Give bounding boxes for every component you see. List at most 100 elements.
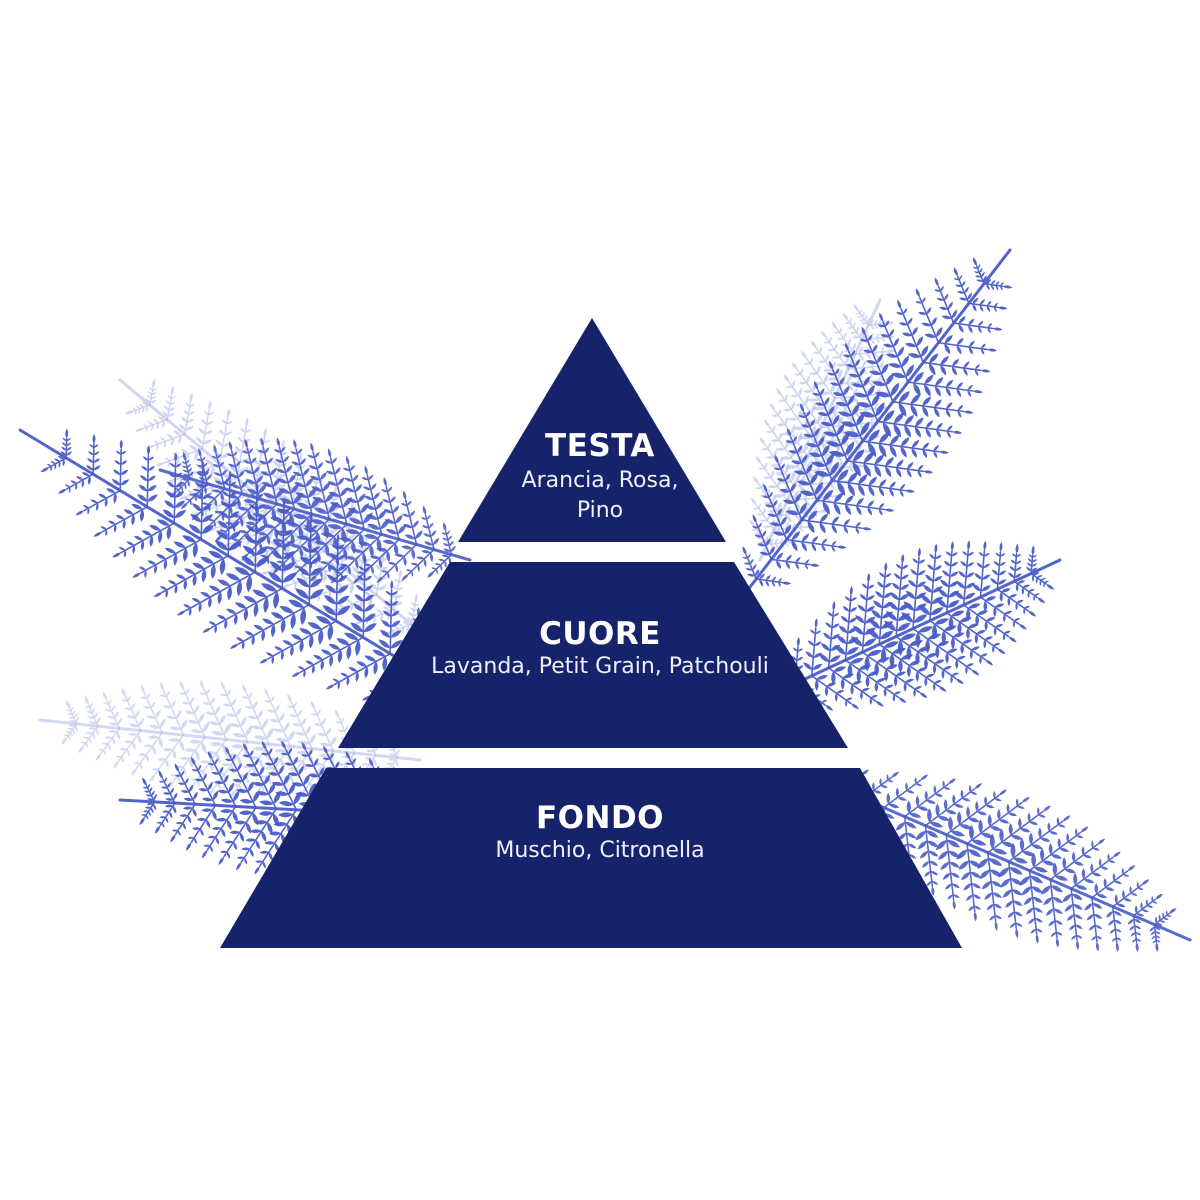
fern-leaflet bbox=[843, 519, 850, 526]
fern-stem bbox=[1049, 843, 1098, 881]
fern-leaflet bbox=[1086, 914, 1094, 921]
fern-leaflet bbox=[68, 716, 75, 719]
fern-leaflet bbox=[950, 561, 959, 567]
fern-leaflet bbox=[1012, 620, 1015, 628]
fern-leaflet bbox=[1094, 883, 1099, 895]
fern-leaflet bbox=[272, 460, 280, 467]
fern-leaflet bbox=[223, 481, 230, 487]
fern-leaflet bbox=[309, 574, 317, 582]
fern-leaflet bbox=[358, 544, 365, 552]
fern-leaflet bbox=[785, 385, 793, 389]
fern-leaflet bbox=[785, 542, 789, 547]
fern-leaflet bbox=[187, 490, 194, 495]
fern-leaflet bbox=[231, 698, 237, 706]
fern-leaflet bbox=[907, 843, 917, 849]
fern-leaflet bbox=[888, 803, 900, 809]
fern-stem bbox=[1013, 552, 1018, 583]
fern-leaflet bbox=[940, 364, 947, 376]
fern-leaflet bbox=[966, 627, 970, 640]
fern-leaflet bbox=[147, 735, 159, 739]
fern-leaflet bbox=[166, 690, 171, 697]
fern-leaflet bbox=[318, 766, 325, 777]
fern-leaflet bbox=[396, 748, 400, 756]
fern-leaflet bbox=[206, 474, 212, 481]
fern-leaflet bbox=[968, 318, 975, 326]
fern-leaflet bbox=[170, 787, 174, 795]
fern-leaflet bbox=[280, 752, 289, 756]
fern-leaflet bbox=[1036, 928, 1043, 933]
fern-leaflet bbox=[998, 819, 1010, 824]
fern-leaflet bbox=[116, 731, 121, 740]
fern-leaflet bbox=[848, 373, 860, 378]
fern-leaflet bbox=[260, 583, 278, 592]
fern-leaflet bbox=[992, 892, 1002, 898]
fern-stem bbox=[296, 523, 348, 573]
fern-leaflet bbox=[315, 531, 321, 545]
fern-leaflet bbox=[1068, 924, 1076, 931]
fern-leaflet bbox=[387, 486, 393, 493]
fern-leaflet bbox=[392, 505, 400, 514]
fern-leaflet bbox=[190, 729, 203, 734]
fern-leaflet bbox=[963, 367, 968, 376]
fern-leaflet bbox=[772, 425, 776, 432]
fern-leaflet bbox=[968, 784, 972, 793]
fern-leaflet bbox=[258, 484, 267, 494]
fern-leaflet bbox=[935, 803, 940, 817]
fern-leaflet bbox=[273, 790, 281, 804]
fern-leaflet bbox=[165, 589, 169, 598]
fern-leaflet bbox=[248, 503, 257, 510]
fern-leaflet bbox=[120, 460, 128, 465]
fern-leaflet bbox=[158, 780, 165, 783]
fern-leaflet bbox=[328, 491, 341, 497]
fern-leaflet bbox=[264, 688, 269, 698]
fern-stem bbox=[937, 341, 988, 351]
fern-leaflet bbox=[294, 582, 297, 590]
fern-leaflet bbox=[228, 768, 238, 772]
fern-leaflet bbox=[862, 638, 877, 647]
fern-leaflet bbox=[999, 591, 1003, 603]
fern-leaflet bbox=[758, 522, 762, 529]
fern-leaflet bbox=[918, 311, 927, 315]
fern-leaflet bbox=[1105, 887, 1115, 892]
fern-leaflet bbox=[835, 401, 848, 407]
fern-leaflet bbox=[774, 543, 780, 549]
fern-leaflet bbox=[291, 461, 301, 466]
fern-leaflet bbox=[814, 481, 823, 496]
fern-leaflet bbox=[1052, 897, 1063, 903]
fern-leaflet bbox=[192, 827, 201, 830]
fern-leaflet bbox=[174, 500, 186, 508]
fern-leaflet bbox=[181, 461, 187, 464]
fern-leaflet bbox=[317, 461, 324, 470]
fern-leaflet bbox=[244, 705, 254, 710]
fern-leaflet bbox=[158, 770, 163, 780]
fern-leaflet bbox=[984, 795, 988, 806]
fern-leaflet bbox=[810, 340, 817, 349]
fern-stem bbox=[278, 446, 296, 510]
fern-leaflet bbox=[785, 561, 791, 570]
fern-leaflet bbox=[833, 502, 841, 515]
fern-leaflet bbox=[852, 387, 858, 397]
fern-leaflet bbox=[921, 860, 930, 868]
fern-leaflet bbox=[1000, 282, 1004, 286]
fern-leaflet bbox=[355, 639, 361, 656]
fern-leaflet bbox=[771, 581, 775, 587]
fern-leaflet bbox=[980, 348, 985, 355]
fern-leaflet bbox=[845, 495, 854, 505]
fern-stem bbox=[389, 589, 393, 655]
fern-leaflet bbox=[948, 615, 954, 631]
fern-leaflet bbox=[972, 303, 977, 312]
fern-leaflet bbox=[214, 480, 224, 485]
fern-stem bbox=[1007, 820, 1064, 863]
fern-leaflet bbox=[185, 453, 189, 463]
fern-leaflet bbox=[869, 697, 872, 705]
fern-leaflet bbox=[284, 762, 294, 766]
fern-leaflet bbox=[220, 681, 225, 691]
fern-leaflet bbox=[310, 546, 320, 553]
fern-leaflet bbox=[92, 707, 96, 713]
fern-leaflet bbox=[256, 504, 265, 510]
fern-leaflet bbox=[803, 662, 813, 670]
fern-leaflet bbox=[1030, 928, 1037, 934]
fern-stem bbox=[883, 779, 922, 809]
fern-leaflet bbox=[777, 399, 786, 402]
fern-stem bbox=[738, 248, 1012, 602]
